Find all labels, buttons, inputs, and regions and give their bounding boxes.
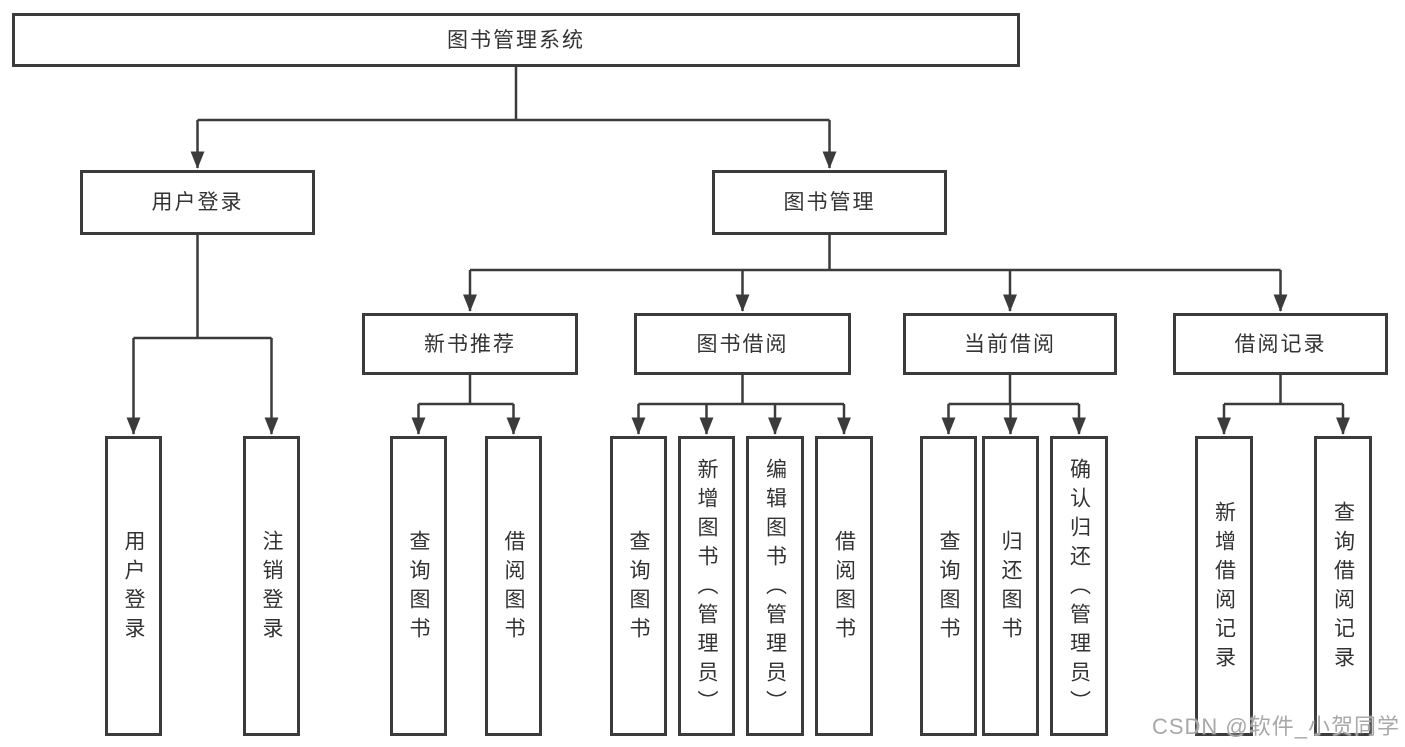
node-new-books: 新书推荐 [362, 313, 578, 375]
node-book-borrow: 图书借阅 [634, 313, 851, 375]
leaf-add-borrow-record: 新增借阅记录 [1195, 436, 1253, 736]
leaf-query-books-borrow: 查询图书 [610, 436, 667, 736]
leaf-confirm-return-admin: 确认归还（管理员） [1050, 436, 1108, 736]
connector-userlogin-to-leaves [126, 235, 279, 435]
connector-root-to-level2 [190, 67, 837, 169]
connector-bookmgmt-to-level3 [463, 235, 1288, 312]
node-borrow-records: 借阅记录 [1173, 313, 1388, 375]
node-book-management: 图书管理 [712, 170, 947, 235]
leaf-query-books-current: 查询图书 [920, 436, 977, 736]
leaf-query-borrow-record: 查询借阅记录 [1314, 436, 1372, 736]
node-current-borrow: 当前借阅 [903, 313, 1117, 375]
csdn-watermark: CSDN @软件_小贺同学 [1151, 714, 1400, 739]
connector-borrowrecords-to-leaves [1217, 375, 1350, 435]
leaf-user-login: 用户登录 [105, 436, 162, 736]
leaf-return-book: 归还图书 [982, 436, 1039, 736]
leaf-edit-book-admin: 编辑图书（管理员） [746, 436, 804, 736]
leaf-borrow-books-newbooks: 借阅图书 [485, 436, 542, 736]
connector-bookborrow-to-leaves [631, 375, 851, 435]
leaf-query-books-newbooks: 查询图书 [390, 436, 447, 736]
leaf-logout: 注销登录 [243, 436, 300, 736]
node-library-system: 图书管理系统 [12, 13, 1020, 67]
connector-newbooks-to-leaves [411, 375, 521, 435]
leaf-borrow-books-borrow: 借阅图书 [815, 436, 873, 736]
node-user-login: 用户登录 [80, 170, 315, 235]
connector-currentborrow-to-leaves [941, 375, 1086, 435]
leaf-add-book-admin: 新增图书（管理员） [678, 436, 735, 736]
